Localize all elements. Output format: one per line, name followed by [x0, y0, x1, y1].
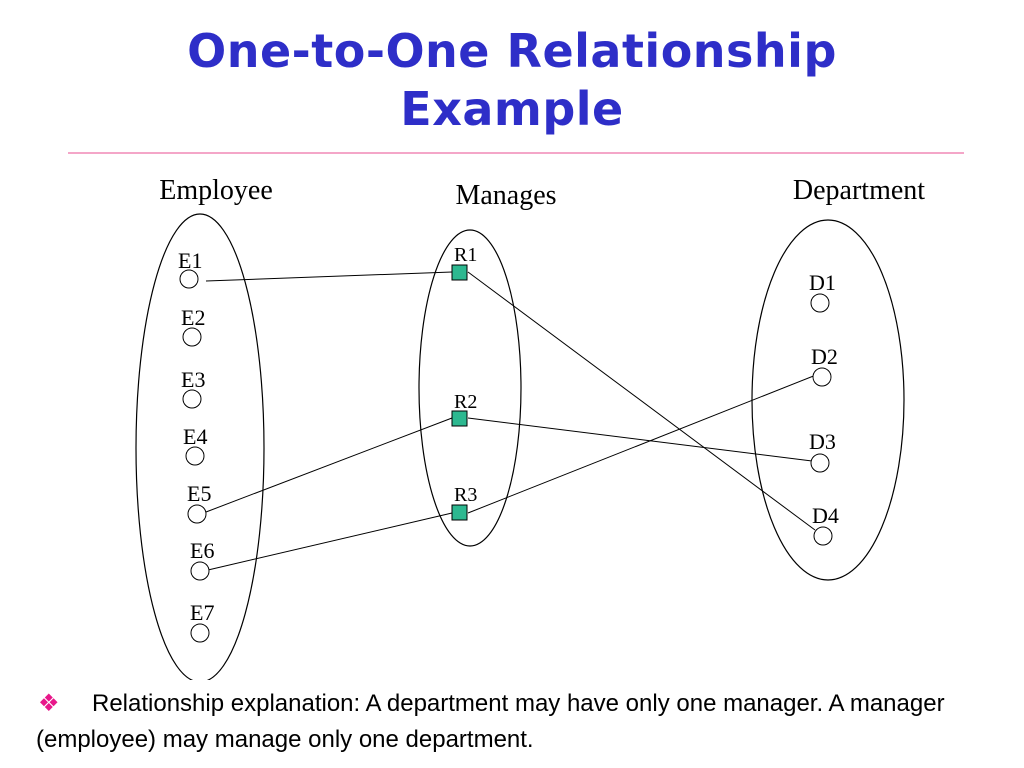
- entity-label-e5: E5: [187, 481, 211, 506]
- entity-label-d1: D1: [809, 270, 836, 295]
- title-line-2: Example: [400, 82, 624, 136]
- entity-node-e3: [182, 389, 202, 409]
- entity-node-e1: [179, 269, 199, 289]
- entity-label-e1: E1: [178, 248, 202, 273]
- link-e5-r2: [205, 417, 453, 513]
- relationship-label-r1: R1: [454, 244, 477, 266]
- link-r3-d2: [467, 374, 817, 514]
- entity-node-d4: [813, 526, 833, 546]
- page-title: One-to-One Relationship Example: [0, 22, 1024, 138]
- relationship-node-r3: [451, 504, 468, 521]
- entity-node-e2: [182, 327, 202, 347]
- entity-label-e6: E6: [190, 538, 214, 563]
- link-e1-r1: [205, 271, 453, 282]
- department-set-label: Department: [793, 175, 925, 206]
- manages-set-label: Manages: [455, 180, 556, 211]
- relationship-node-r2: [451, 410, 468, 427]
- explanation-text: Relationship explanation: A department m…: [36, 690, 945, 753]
- employee-set-label: Employee: [159, 175, 273, 206]
- link-r2-d3: [467, 417, 813, 462]
- employee-entities: E1 E2 E3 E4 E5 E6 E7: [178, 248, 214, 643]
- title-divider: [68, 152, 964, 154]
- entity-node-d3: [810, 453, 830, 473]
- explanation-text-block: ❖Relationship explanation: A department …: [36, 686, 996, 758]
- entity-node-e6: [190, 561, 210, 581]
- diamond-bullet-icon: ❖: [38, 690, 60, 717]
- relationship-label-r3: R3: [454, 484, 477, 506]
- entity-node-e5: [187, 504, 207, 524]
- entity-label-e3: E3: [181, 367, 205, 392]
- link-r1-d4: [467, 271, 816, 531]
- entity-node-d2: [812, 367, 832, 387]
- entity-label-d4: D4: [812, 503, 839, 528]
- manages-set-ellipse: [418, 229, 522, 547]
- link-e6-r3: [207, 512, 453, 571]
- entity-label-e7: E7: [190, 600, 214, 625]
- entity-node-e7: [190, 623, 210, 643]
- entity-node-d1: [810, 293, 830, 313]
- relationship-label-r2: R2: [454, 391, 477, 413]
- relationship-node-r1: [451, 264, 468, 281]
- entity-label-d2: D2: [811, 344, 838, 369]
- entity-node-e4: [185, 446, 205, 466]
- employee-set-ellipse: [135, 213, 265, 680]
- relationship-instances: R1 R2 R3: [451, 244, 477, 521]
- title-line-1: One-to-One Relationship: [187, 24, 837, 78]
- entity-label-e4: E4: [183, 424, 207, 449]
- entity-label-e2: E2: [181, 305, 205, 330]
- entity-label-d3: D3: [809, 429, 836, 454]
- department-entities: D1 D2 D3 D4: [809, 270, 839, 546]
- relationship-links: [205, 271, 817, 571]
- er-diagram: Employee Manages Department E1 E2 E3 E4: [135, 175, 925, 680]
